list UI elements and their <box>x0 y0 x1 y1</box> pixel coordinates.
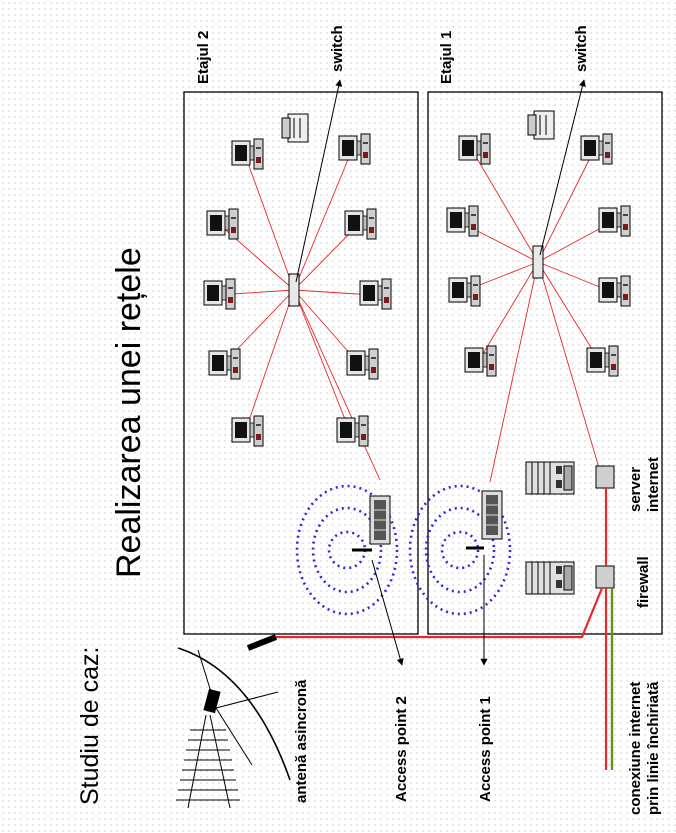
pc-icon <box>448 275 481 307</box>
pc-icon <box>586 345 619 377</box>
pc-icon <box>464 345 497 377</box>
floor2-switch-arrow <box>295 79 343 283</box>
ap2-label: Access point 2 <box>393 696 410 802</box>
connection-label-1: conexiune internet <box>627 682 644 815</box>
server-label-2: internet <box>645 457 662 512</box>
slide-heading: Studiu de caz: <box>76 647 104 805</box>
floor1-switch-arrow <box>539 79 586 256</box>
pc-icon <box>346 348 379 380</box>
pc-icon <box>231 415 264 447</box>
pc-icon <box>359 278 392 310</box>
printer-icon <box>281 113 309 143</box>
satellite-dish-icon <box>177 634 291 781</box>
floor2-switch-label: switch <box>329 25 346 72</box>
firewall-label: firewall <box>635 556 652 608</box>
floor1-label: Etajul 1 <box>438 31 455 84</box>
floor1-switch-label: switch <box>573 25 590 72</box>
pc-icon <box>338 133 371 165</box>
slide-title: Realizarea unei rețele <box>110 247 148 578</box>
pc-icon <box>208 348 241 380</box>
floor1-links <box>459 149 613 483</box>
pc-icon <box>231 138 264 170</box>
ap1-label: Access point 1 <box>477 696 494 802</box>
pc-icon <box>206 208 239 240</box>
floor1-box <box>427 91 663 635</box>
pc-icon <box>203 278 236 310</box>
signal-beam-icon <box>176 714 240 809</box>
pc-icon <box>336 415 369 447</box>
printer-icon <box>527 110 555 140</box>
pc-icon <box>344 208 377 240</box>
server-label-1: server <box>627 467 644 512</box>
access-point-2-icon <box>369 495 391 545</box>
access-point-1-icon <box>481 490 503 540</box>
connection-label-2: prin linie închiriată <box>645 681 662 815</box>
backbone-cabling <box>276 488 608 770</box>
internet-server-icon <box>525 461 575 495</box>
pc-icon <box>446 205 479 237</box>
ap2-arrow <box>371 559 404 666</box>
pc-icon <box>458 133 491 165</box>
floor2-box <box>183 91 419 635</box>
pc-icon <box>580 133 613 165</box>
floor1-switch <box>532 245 544 279</box>
firewall-server-icon <box>525 561 575 595</box>
floor2-label: Etajul 2 <box>195 31 212 84</box>
internet-device <box>595 465 615 489</box>
ap1-wifi-signal <box>408 484 512 616</box>
floor2-switch <box>288 273 300 307</box>
pc-icon <box>598 205 631 237</box>
firewall-device <box>595 565 615 589</box>
antenna-label: antenă asincronă <box>293 679 310 803</box>
pc-icon <box>598 275 631 307</box>
